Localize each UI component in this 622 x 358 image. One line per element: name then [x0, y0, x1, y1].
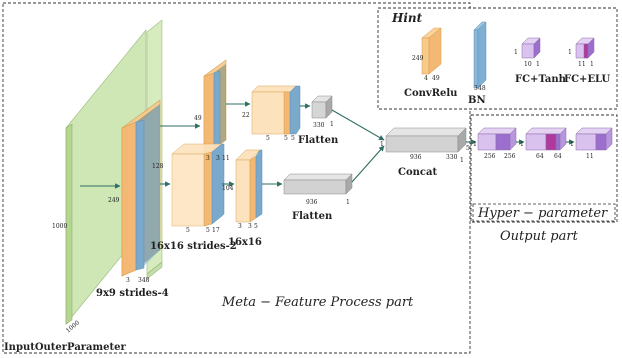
hint-fc-tanh-dim-w: 10 [524, 61, 532, 68]
b-conv2-dim-w: 3 [238, 223, 242, 230]
hyper-parameter-box [472, 203, 616, 222]
a-conv3-dim-c: 5 [291, 135, 295, 142]
a-conv2-dim-w2: 3 [216, 155, 220, 162]
concat-label: Concat [398, 167, 437, 178]
output-fc-block-2 [525, 127, 567, 151]
branch-b-conv2-block [235, 149, 263, 223]
arrow-pool-to-concat [331, 109, 385, 141]
meta-feature-region [2, 2, 471, 354]
a-conv2-dim-w: 3 [206, 155, 210, 162]
hint-bn-icon [473, 21, 487, 89]
b-conv1-dim-w: 5 [186, 227, 190, 234]
hint-title: Hint [391, 11, 423, 25]
branch-b-conv1-block [171, 143, 225, 227]
b-conv1-dim-h: 128 [152, 163, 164, 170]
hint-fc-elu-icon [575, 37, 595, 59]
branch-a-conv3-block [251, 85, 301, 135]
b-conv1-dim-w2: 5 [206, 227, 210, 234]
a-conv3-dim-w: 5 [266, 135, 270, 142]
a-conv1-label: 9x9 strides-4 [96, 288, 169, 299]
hint-convrelu-label: ConvRelu [404, 88, 457, 99]
input-label: InputOuterParameter [4, 342, 126, 353]
output-fc-block-1 [477, 127, 517, 151]
hint-convrelu-dim-w: 4 [424, 75, 428, 82]
out-fc1-dim-h: 1 [473, 141, 477, 148]
hint-fc-elu-label: FC+ELU [564, 74, 611, 85]
hyper-parameter-label: Hyper − parameter [477, 206, 608, 221]
a-flatten-label: Flatten [298, 135, 339, 146]
hint-bn-label: BN [468, 95, 486, 106]
arrow-flatten-to-concat [351, 145, 385, 183]
out-fc3-dim-w: 11 [586, 153, 594, 160]
out-fc2-dim-h: 1 [520, 141, 524, 148]
output-fc-block-3 [575, 127, 613, 151]
branch-b-flatten-bar [283, 173, 353, 195]
concat-bar [385, 127, 467, 153]
b-conv2-dim-h: 104 [222, 185, 234, 192]
hint-fc-tanh-label: FC+Tanh [515, 74, 567, 85]
concat-dim-w: 936 [410, 154, 422, 161]
hint-fc-elu-dim-w: 11 [578, 61, 586, 68]
a-conv1-dim-c: 348 [138, 277, 150, 284]
branch-a-conv2-block [203, 59, 227, 157]
b-conv2-label: 16x16 [228, 237, 262, 248]
b-flatten-label: Flatten [292, 211, 333, 222]
out-fc3-dim-h: 1 [570, 141, 574, 148]
b-flatten-dim: 936 [306, 199, 318, 206]
hint-bn-dim-w: 3 [474, 85, 478, 92]
a-conv3-dim-h: 22 [242, 112, 250, 119]
hint-fc-tanh-dim-h: 1 [514, 49, 518, 56]
out-fc2-dim-w: 64 [536, 153, 544, 160]
out-fc1-dim-w: 256 [484, 153, 496, 160]
b-conv2-dim-w2: 3 [248, 223, 252, 230]
a-pool-dim-c: 1 [330, 121, 334, 128]
a-conv3-dim-w2: 5 [284, 135, 288, 142]
hint-convrelu-icon [421, 27, 442, 75]
output-region-title: Output part [500, 229, 579, 244]
output-region [470, 114, 618, 223]
hint-fc-tanh-dim-c: 1 [536, 61, 540, 68]
b-conv1-dim-c: 17 [212, 227, 220, 234]
a-conv1-dim-h: 249 [108, 197, 120, 204]
hint-fc-elu-dim-c: 1 [590, 61, 594, 68]
hint-fc-elu-dim-h: 1 [568, 49, 572, 56]
branch-a-pool-block [311, 95, 333, 119]
concat-dim-h: 1 [380, 141, 384, 148]
concat-dim-c: 1 [460, 157, 464, 164]
concat-dim-w2: 330 [446, 154, 458, 161]
hint-box [377, 7, 618, 110]
hint-bn-dim-c: 48 [478, 85, 486, 92]
b-conv2-dim-c: 5 [254, 223, 258, 230]
hint-fc-tanh-icon [521, 37, 541, 59]
branch-a-conv1-block [121, 99, 161, 277]
out-fc1-dim-c: 256 [504, 153, 516, 160]
hint-convrelu-dim-c: 49 [432, 75, 440, 82]
a-conv1-dim-w: 3 [126, 277, 130, 284]
hint-convrelu-dim-h: 249 [412, 55, 424, 62]
input-dim-height: 1000 [52, 223, 67, 230]
b-conv1-label: 16x16 strides-2 [150, 241, 237, 252]
meta-region-title: Meta − Feature Process part [221, 295, 414, 310]
flow-arrows [80, 101, 575, 189]
a-conv2-dim-h: 49 [194, 115, 202, 122]
a-conv2-dim-c: 11 [222, 155, 230, 162]
a-pool-dim: 330 [313, 122, 325, 129]
out-fc2-dim-c: 64 [554, 153, 562, 160]
concat-dim-extra: 5 [466, 145, 470, 152]
b-flatten-dim-c: 1 [346, 199, 350, 206]
